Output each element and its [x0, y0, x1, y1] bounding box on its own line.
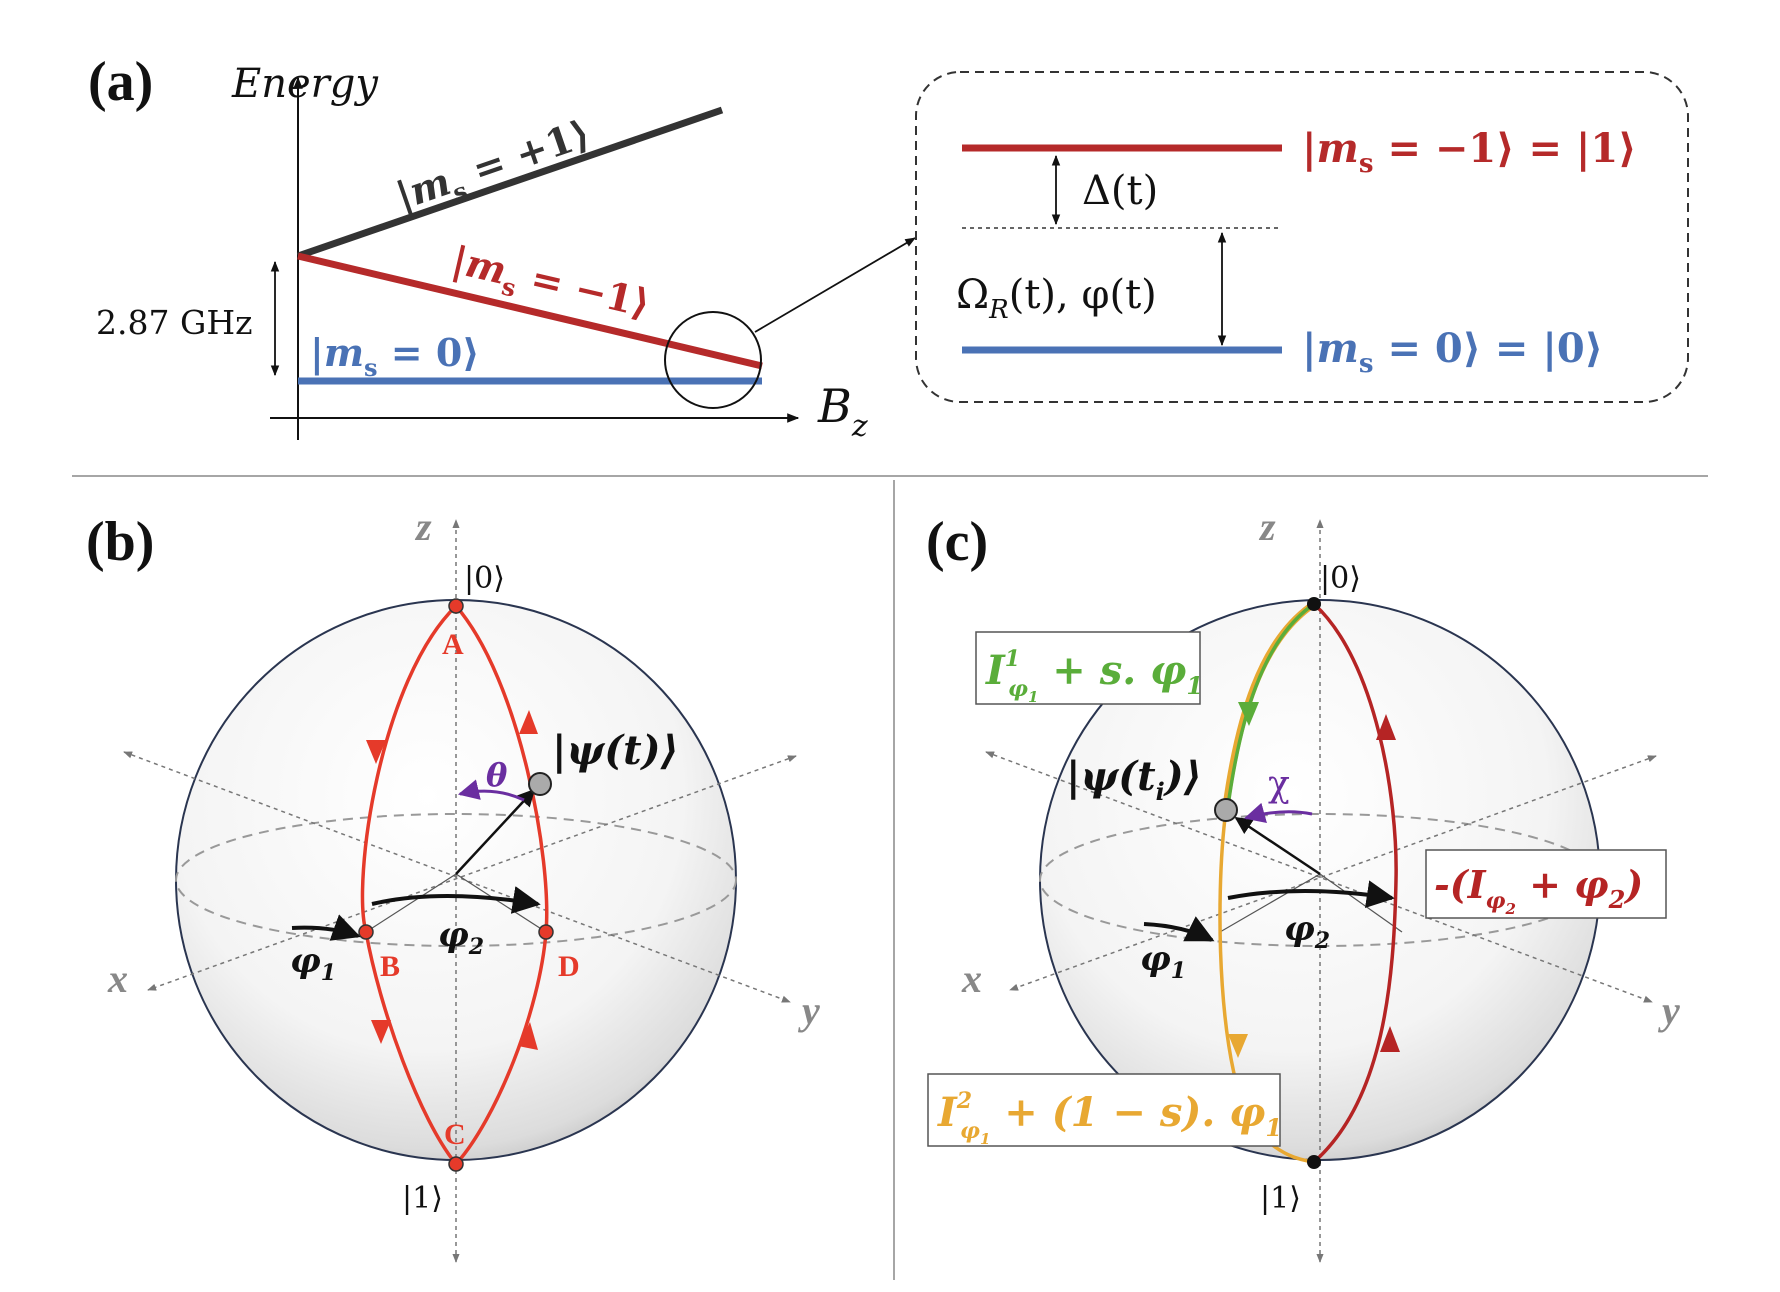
z-axis-label-c: z — [1258, 504, 1276, 549]
chi-label: χ — [1268, 764, 1290, 805]
panel-c: (c) z x y |0⟩ |1⟩ |ψ(ti)⟩ χ — [926, 504, 1680, 1263]
detuning-label: Δ(t) — [1082, 168, 1158, 214]
phi2-label: φ2 — [438, 915, 484, 960]
phi1-label: φ1 — [290, 941, 336, 986]
state-zero-label: |ms = 0⟩ — [310, 330, 480, 382]
arrow-c-to-d — [518, 1022, 538, 1050]
point-d — [538, 924, 554, 940]
south-pole-point — [1307, 1155, 1321, 1169]
zoom-connector-arrow — [754, 237, 916, 333]
zoom-circle — [664, 311, 762, 409]
point-c-label: C — [444, 1118, 466, 1151]
point-a — [448, 598, 464, 614]
arrow-orange — [1228, 1034, 1248, 1058]
inset-bottom-state-label: |ms = 0⟩ = |0⟩ — [1302, 325, 1603, 379]
psi-ti-label: |ψ(ti)⟩ — [1066, 753, 1202, 806]
red-label: -(Iφ2 + φ2) — [1434, 862, 1643, 918]
level-minus1-line — [297, 252, 763, 370]
arrow-b-to-c — [371, 1020, 391, 1044]
point-d-label: D — [558, 950, 580, 983]
path-a-b-c — [360, 604, 458, 1166]
projection-c1 — [1219, 873, 1321, 933]
north-pole-point — [1307, 597, 1321, 611]
ket-zero-label-c: |0⟩ — [1320, 561, 1361, 596]
projection-b — [365, 873, 457, 933]
theta-arrow — [457, 779, 525, 802]
inset-box — [915, 71, 1689, 403]
ket-zero-label: |0⟩ — [464, 561, 505, 596]
path-dark-red — [1312, 602, 1398, 1164]
theta-label: θ — [486, 756, 508, 794]
bz-axis-label: Bz — [817, 379, 868, 444]
arrow-dark-red-top — [1376, 714, 1396, 740]
y-axis — [123, 751, 791, 1003]
phi2-arrow-c — [1227, 880, 1395, 909]
panel-b: (b) z x y A B C D |0⟩ |1⟩ |ψ — [86, 504, 820, 1263]
energy-axis-label: Energy — [231, 61, 379, 107]
point-c — [448, 1156, 464, 1172]
level-plus1-line — [296, 106, 724, 260]
x-axis-label: x — [107, 956, 128, 1001]
phi1-arrow-c — [1143, 916, 1215, 942]
ket-one-label-c: |1⟩ — [1260, 1181, 1301, 1216]
orange-label-box — [927, 1073, 1281, 1147]
phi2-label-c: φ2 — [1284, 909, 1330, 954]
green-label-box — [975, 631, 1201, 705]
projection-c2 — [1319, 873, 1403, 933]
z-axis-label: z — [414, 504, 432, 549]
point-b-label: B — [380, 950, 400, 983]
psi-label: |ψ(t)⟩ — [552, 727, 679, 774]
panel-b-label: (b) — [86, 511, 154, 573]
arrow-d-to-a — [519, 710, 538, 734]
rabi-label: ΩR(t), φ(t) — [956, 272, 1157, 325]
arrow-a-to-b — [366, 740, 386, 764]
arrow-green — [1238, 702, 1259, 726]
state-point — [528, 772, 552, 796]
state-point-c — [1214, 798, 1238, 822]
phi1-arrow — [291, 914, 361, 941]
state-vector-c — [1234, 816, 1321, 876]
phi1-label-c: φ1 — [1140, 939, 1186, 984]
gap-label: 2.87 GHz — [96, 303, 253, 342]
phi2-arrow — [371, 886, 541, 914]
ket-one-label: |1⟩ — [402, 1181, 443, 1216]
path-green — [1226, 602, 1315, 807]
point-a-label: A — [442, 628, 464, 661]
panel-c-label: (c) — [926, 511, 988, 573]
y-axis-c — [985, 751, 1653, 1003]
projection-d — [455, 873, 547, 933]
panel-a: (a) Energy Bz 2.87 GHz |ms = +1⟩ |ms = −… — [88, 51, 1689, 444]
inset-top-state-label: |ms = −1⟩ = |1⟩ — [1302, 125, 1637, 179]
y-axis-label: y — [798, 988, 820, 1033]
chi-arrow — [1243, 802, 1313, 824]
arrow-dark-red-bottom — [1380, 1026, 1400, 1052]
state-vector — [455, 788, 536, 875]
red-label-box — [1425, 849, 1667, 919]
y-axis-label-c: y — [1658, 988, 1680, 1033]
x-axis-label-c: x — [961, 956, 982, 1001]
state-plus1-label: |ms = +1⟩ — [390, 110, 597, 225]
panel-a-label: (a) — [88, 51, 153, 113]
point-b — [358, 924, 374, 940]
